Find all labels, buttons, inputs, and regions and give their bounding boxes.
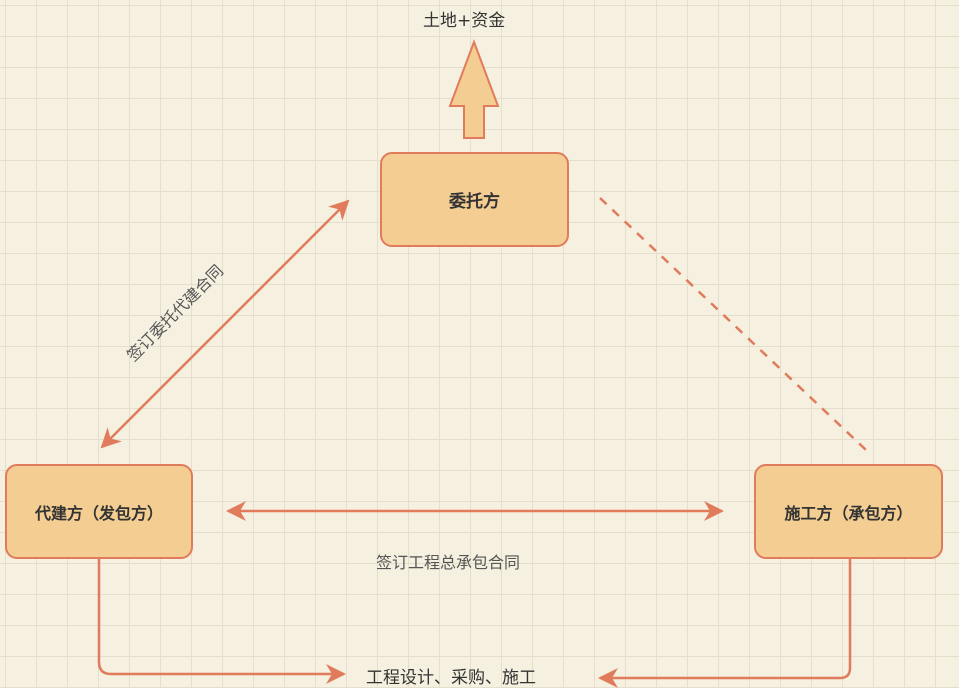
general-contract-label: 签订工程总承包合同 xyxy=(376,553,521,572)
agent-to-work-line xyxy=(97,559,346,684)
contractor-to-work-line xyxy=(598,559,852,688)
agent-node[interactable]: 代建方（发包方） xyxy=(5,464,193,559)
client-node[interactable]: 委托方 xyxy=(380,152,569,247)
top-label: 土地+资金 xyxy=(423,11,506,31)
up-arrow-icon xyxy=(448,39,500,139)
contractor-node[interactable]: 施工方（承包方） xyxy=(754,464,943,559)
work-label: 工程设计、采购、施工 xyxy=(366,668,536,688)
dashed-relation-line xyxy=(599,197,867,451)
agency-contract-arrow xyxy=(100,199,350,449)
